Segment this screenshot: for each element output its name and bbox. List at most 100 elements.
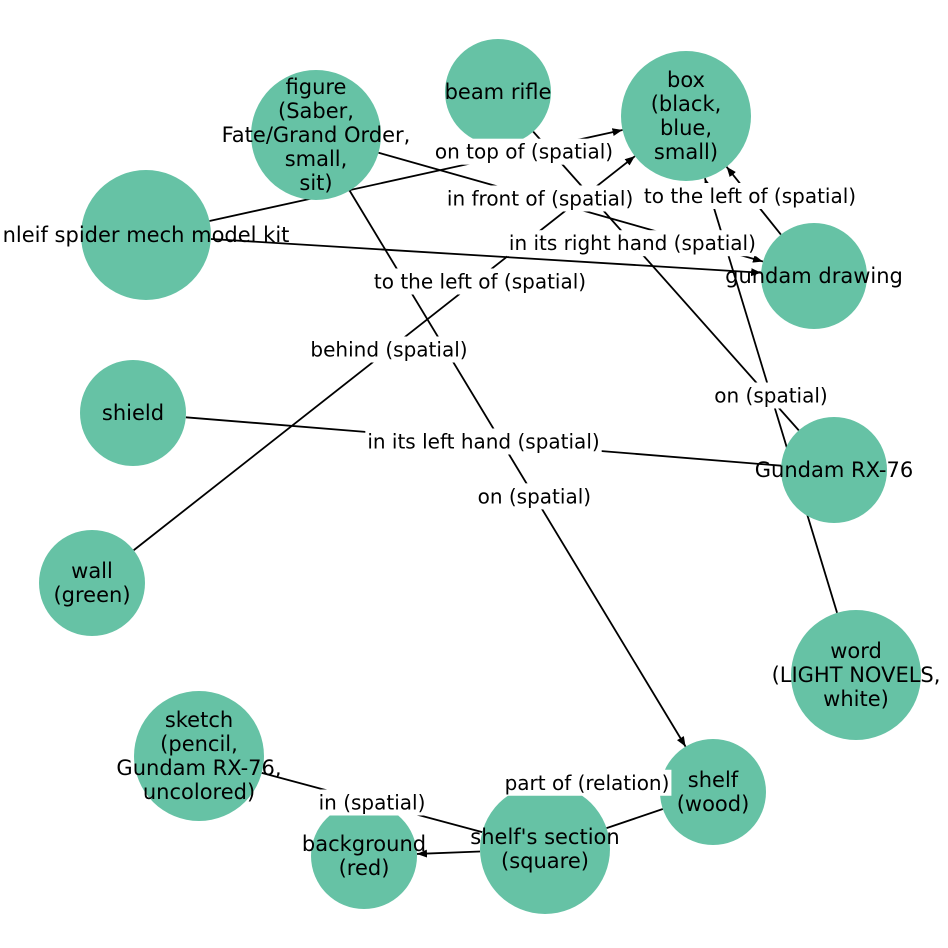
edge-label: to the left of (spatial) <box>371 268 589 295</box>
edge-label-text: in its left hand (spatial) <box>367 430 599 454</box>
node-label-line: gundam drawing <box>725 264 903 288</box>
edge-label-background <box>712 382 830 409</box>
node-label-line: (Saber, <box>278 99 354 123</box>
edge-label-text: to the left of (spatial) <box>374 270 586 294</box>
node-label: shelf's section(square) <box>470 825 619 873</box>
edge-label-background <box>308 336 470 363</box>
edge-labels-layer: in its right hand (spatial) in its left h… <box>308 138 859 816</box>
node-beam-rifle <box>445 39 551 145</box>
edge-line <box>606 808 664 829</box>
edge-label-background <box>641 183 859 209</box>
node-figure <box>251 70 381 200</box>
node-wall <box>39 530 145 636</box>
node-label-line: uncolored) <box>143 780 255 804</box>
node-shield <box>80 360 186 466</box>
node-word <box>791 610 921 740</box>
edge-label: in its left hand (spatial) <box>365 428 602 455</box>
edge-label: part of (relation) <box>502 769 672 796</box>
node-label: beam rifle <box>445 80 552 104</box>
edge-label-text: in its right hand (spatial) <box>509 231 756 255</box>
node-label: background(red) <box>302 832 426 880</box>
edge-label-background <box>316 789 428 816</box>
edge-label: in its right hand (spatial) <box>506 230 758 257</box>
node-box <box>621 51 751 181</box>
node-label-line: box <box>667 68 705 92</box>
node-circle <box>134 691 264 821</box>
node-circle <box>251 70 381 200</box>
node-circle <box>781 417 887 523</box>
node-label-line: figure <box>286 75 347 99</box>
nodes-layer: figure(Saber,Fate/Grand Order,small,sit)… <box>3 39 941 914</box>
node-label: box(black,blue,small) <box>651 68 722 164</box>
node-label-line: (wood) <box>677 792 750 816</box>
edge-label-background <box>475 483 594 510</box>
node-label-line: small, <box>285 147 348 171</box>
edge-label-text: part of (relation) <box>505 771 670 795</box>
edge-label: to the left of (spatial) <box>641 183 859 209</box>
node-label: sketch(pencil,Gundam RX-76,uncolored) <box>116 708 281 804</box>
node-section <box>480 784 610 914</box>
node-gundam-drawing <box>761 223 867 329</box>
edge-label-text: in front of (spatial) <box>447 186 633 210</box>
edge-label-text: behind (spatial) <box>310 338 467 362</box>
node-label-line: (LIGHT NOVELS, <box>772 663 941 687</box>
node-circle <box>480 784 610 914</box>
node-circle <box>791 610 921 740</box>
edge-label: on (spatial) <box>712 382 830 409</box>
node-shelf <box>660 739 766 845</box>
edge-label: in (spatial) <box>316 789 428 816</box>
edge-label-text: on (spatial) <box>714 384 827 408</box>
edge-label-background <box>444 185 636 212</box>
node-sketch <box>134 691 264 821</box>
node-gundam <box>781 417 887 523</box>
node-label-line: small) <box>654 140 718 164</box>
node-label: wall(green) <box>53 559 130 607</box>
node-label-line: sketch <box>165 708 233 732</box>
node-label: gundam drawing <box>725 264 903 288</box>
edge-label-text: in (spatial) <box>319 791 426 815</box>
node-label-line: Fate/Grand Order, <box>222 123 411 147</box>
node-background <box>311 803 417 909</box>
node-circle <box>81 170 211 300</box>
node-label-line: sit) <box>299 171 332 195</box>
node-circle <box>311 803 417 909</box>
edge-label: in front of (spatial) <box>444 185 636 212</box>
edge-label-text: on (spatial) <box>478 484 591 508</box>
node-label: Gundam RX-76 <box>755 458 913 482</box>
node-circle <box>621 51 751 181</box>
edge-label-background <box>432 138 616 165</box>
node-label-line: shelf's section <box>470 825 619 849</box>
edge-label-text: to the left of (spatial) <box>644 184 856 208</box>
edge-label-background <box>371 268 589 295</box>
node-label-line: background <box>302 832 426 856</box>
node-label-line: word <box>830 639 882 663</box>
node-circle <box>39 530 145 636</box>
node-label-line: nleif spider mech model kit <box>3 223 290 247</box>
node-label-line: (black, <box>651 92 722 116</box>
node-label: nleif spider mech model kit <box>3 223 290 247</box>
node-label: shield <box>102 401 164 425</box>
node-label-line: wall <box>71 559 113 583</box>
node-label-line: (square) <box>501 849 589 873</box>
node-label-line: white) <box>823 687 889 711</box>
node-label-line: (red) <box>339 856 390 880</box>
node-label-line: Gundam RX-76, <box>116 756 281 780</box>
edge-line <box>416 849 481 858</box>
node-label: shelf(wood) <box>677 768 750 816</box>
node-spider <box>81 170 211 300</box>
node-circle <box>761 223 867 329</box>
edge-label-text: on top of (spatial) <box>435 140 613 164</box>
node-label-line: shield <box>102 401 164 425</box>
edge-label: on top of (spatial) <box>432 138 616 165</box>
node-label-line: (pencil, <box>160 732 238 756</box>
node-label-line: shelf <box>688 768 739 792</box>
edge-label-background <box>506 230 758 257</box>
edge-line <box>532 131 800 431</box>
node-label: word(LIGHT NOVELS,white) <box>772 639 941 711</box>
node-circle <box>80 360 186 466</box>
node-label-line: Gundam RX-76 <box>755 458 913 482</box>
edge-line <box>210 238 762 277</box>
edge-label: on (spatial) <box>475 483 594 510</box>
node-label-line: (green) <box>53 583 130 607</box>
